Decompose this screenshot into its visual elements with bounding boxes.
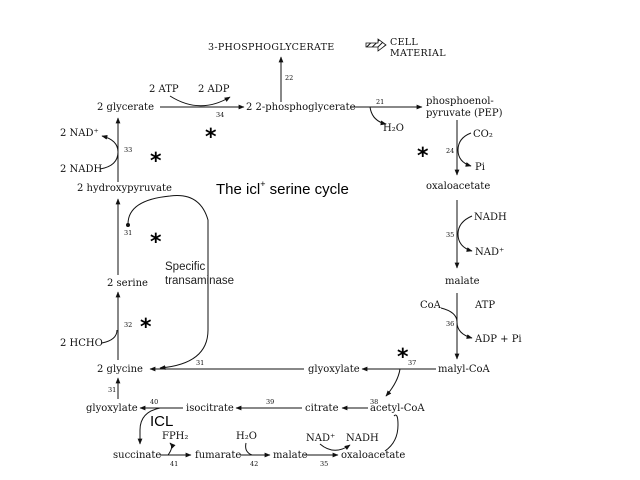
diagram-title: The icl+ serine cycle [216, 179, 349, 198]
enzyme-40: 40 [150, 398, 158, 406]
malate-label: malate [445, 276, 480, 287]
nadh-left-label: 2 NADH [60, 164, 103, 175]
adp-pi-label: ADP + Pi [474, 334, 522, 345]
coa-atp-curve [440, 307, 473, 339]
pi-label: Pi [475, 162, 485, 173]
malyl-coa-label: malyl-CoA [438, 364, 491, 375]
glyoxylate-bottom-label: glyoxylate [86, 403, 138, 414]
nadh-bottom-label: NADH [346, 433, 379, 444]
isocitrate-label: isocitrate [186, 403, 234, 414]
enzyme-31-left: 31 [124, 229, 132, 237]
h2o-curve [245, 442, 253, 456]
glycine-label: 2 glycine [97, 364, 143, 375]
nad-left-label: 2 NAD⁺ [60, 128, 99, 139]
hcho-curve [101, 329, 118, 344]
malyl-to-acetyl-curve [385, 368, 401, 397]
atp-label: 2 ATP [149, 84, 179, 95]
transaminase-label-2: transaminase [165, 275, 234, 287]
nad-nadh-curve [319, 443, 351, 451]
transaminase-dot [126, 223, 130, 227]
nad-label: NAD⁺ [475, 247, 504, 258]
atp-right-label: ATP [474, 300, 495, 311]
oxaloacetate-bottom-label: oxaloacetate [341, 450, 405, 461]
pep-label-1: phosphoenol- [426, 96, 494, 107]
enzyme-24: 24 [446, 147, 454, 155]
hcho-label: 2 HCHO [60, 338, 103, 349]
serine-label: 2 serine [107, 278, 148, 289]
icl-label: ICL [150, 413, 173, 430]
pep-label-2: pyruvate (PEP) [426, 108, 503, 119]
star-marker: * [150, 149, 162, 174]
phosphoglycerate-label: 3-PHOSPHOGLYCERATE [208, 42, 334, 53]
fph2-curve [167, 442, 176, 456]
fumarate-label: fumarate [195, 450, 241, 461]
star-marker: * [417, 144, 429, 169]
succinate-label: succinate [113, 450, 161, 461]
fph2-label: FPH₂ [162, 431, 188, 442]
star-marker: * [150, 230, 162, 255]
enzyme-42: 42 [250, 460, 258, 468]
enzyme-21: 21 [376, 98, 384, 106]
glyoxylate-mid-label: glyoxylate [308, 364, 360, 375]
star-marker: * [205, 125, 217, 150]
cell-material-label-2: MATERIAL [390, 48, 446, 59]
nadh-label: NADH [474, 212, 507, 223]
enzyme-35: 35 [446, 231, 454, 239]
enzyme-34: 34 [216, 111, 224, 119]
enzyme-35-bottom: 35 [320, 460, 328, 468]
enzyme-31-bottom: 31 [108, 386, 116, 394]
adp-label: 2 ADP [198, 84, 230, 95]
enzyme-41: 41 [170, 460, 178, 468]
glycerate-label: 2 glycerate [97, 102, 154, 113]
icl-branch-arrow [137, 407, 161, 445]
enzyme-22: 22 [285, 74, 293, 82]
enzyme-32: 32 [124, 321, 132, 329]
h2o-bottom-label: H₂O [236, 431, 257, 442]
enzyme-36: 36 [446, 320, 454, 328]
enzyme-39: 39 [266, 398, 274, 406]
enzyme-37: 37 [408, 359, 416, 367]
transaminase-label-1: Specific [165, 261, 206, 273]
hatched-arrow-icon [365, 38, 387, 52]
coa-label: CoA [420, 300, 442, 311]
co2-label: CO₂ [473, 129, 493, 140]
phosphoglycerate-2-label: 2 2-phosphoglycerate [246, 102, 356, 113]
oxaloacetate-label: oxaloacetate [426, 181, 490, 192]
star-marker: * [140, 315, 152, 340]
enzyme-33: 33 [124, 146, 132, 154]
cell-material-label-1: CELL [390, 37, 418, 48]
oxaloacetate-return-curve [384, 414, 399, 452]
acetyl-coa-label: acetyl-CoA [370, 403, 425, 414]
transaminase-loop [127, 195, 209, 370]
enzyme-38: 38 [370, 398, 378, 406]
nadh-nad-curve [99, 134, 119, 170]
water-curve [369, 106, 387, 126]
enzyme-31-mid: 31 [196, 359, 204, 367]
atp-adp-curve [169, 95, 231, 107]
citrate-label: citrate [305, 403, 339, 414]
co2-pi-curve [457, 132, 472, 167]
nad-bottom-label: NAD⁺ [306, 433, 335, 444]
nadh-curve [457, 215, 473, 252]
malate-bottom-label: malate [273, 450, 308, 461]
water-label: H₂O [383, 123, 404, 134]
star-marker: * [397, 345, 409, 370]
hydroxypyruvate-label: 2 hydroxypyruvate [77, 183, 172, 194]
